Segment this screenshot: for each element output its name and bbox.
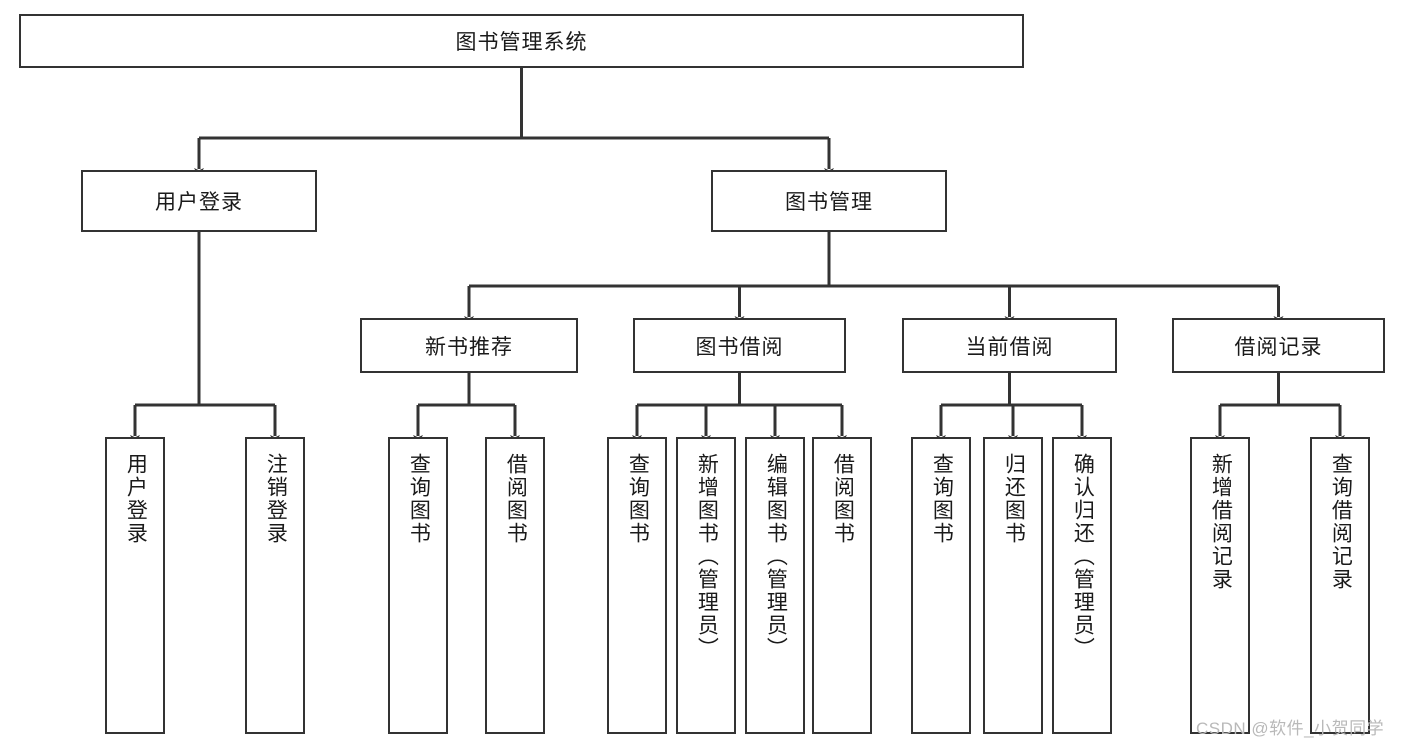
node-label: 查询借阅记录 xyxy=(1329,453,1353,591)
node-leaf-logout-login[interactable]: 注销登录 xyxy=(245,437,305,734)
node-book-management[interactable]: 图书管理 xyxy=(711,170,947,232)
node-label: 用户登录 xyxy=(155,191,243,214)
csdn-watermark: CSDN @软件_小贺同学 xyxy=(1196,719,1385,738)
node-leaf-query-borrow-record[interactable]: 查询借阅记录 xyxy=(1310,437,1370,734)
node-label: 新增借阅记录 xyxy=(1209,453,1233,591)
node-label: 图书借阅 xyxy=(695,335,784,359)
node-leaf-borrow-book-recommend[interactable]: 借阅图书 xyxy=(485,437,545,734)
node-book-borrow[interactable]: 图书借阅 xyxy=(633,318,846,373)
node-borrow-record[interactable]: 借阅记录 xyxy=(1172,318,1385,373)
node-leaf-add-borrow-record[interactable]: 新增借阅记录 xyxy=(1190,437,1250,734)
node-label: 编辑图书（管理员） xyxy=(764,453,788,660)
node-label: 归还图书 xyxy=(1002,453,1026,545)
node-current-borrow[interactable]: 当前借阅 xyxy=(902,318,1117,373)
node-label: 用户登录 xyxy=(124,453,148,545)
node-label: 确认归还（管理员） xyxy=(1071,453,1095,660)
node-label: 图书管理系统 xyxy=(455,31,588,54)
node-label: 注销登录 xyxy=(264,453,288,545)
node-leaf-query-book[interactable]: 查询图书 xyxy=(607,437,667,734)
node-root[interactable]: 图书管理系统 xyxy=(19,14,1024,68)
node-label: 图书管理 xyxy=(785,191,873,214)
node-leaf-query-book-current[interactable]: 查询图书 xyxy=(911,437,971,734)
node-label: 新书推荐 xyxy=(425,335,513,359)
node-user-login[interactable]: 用户登录 xyxy=(81,170,317,232)
node-leaf-edit-book-admin[interactable]: 编辑图书（管理员） xyxy=(745,437,805,734)
node-label: 查询图书 xyxy=(930,453,954,545)
node-label: 借阅图书 xyxy=(504,453,528,545)
node-label: 借阅记录 xyxy=(1234,335,1323,359)
node-leaf-confirm-return-admin[interactable]: 确认归还（管理员） xyxy=(1052,437,1112,734)
node-leaf-query-book-recommend[interactable]: 查询图书 xyxy=(388,437,448,734)
node-label: 借阅图书 xyxy=(831,453,855,545)
node-leaf-return-book[interactable]: 归还图书 xyxy=(983,437,1043,734)
node-leaf-borrow-book[interactable]: 借阅图书 xyxy=(812,437,872,734)
node-label: 当前借阅 xyxy=(965,335,1054,359)
node-leaf-user-login[interactable]: 用户登录 xyxy=(105,437,165,734)
node-new-book-recommend[interactable]: 新书推荐 xyxy=(360,318,578,373)
edge-group xyxy=(130,68,1345,444)
node-leaf-add-book-admin[interactable]: 新增图书（管理员） xyxy=(676,437,736,734)
node-label: 新增图书（管理员） xyxy=(695,453,719,660)
node-label: 查询图书 xyxy=(626,453,650,545)
node-label: 查询图书 xyxy=(407,453,431,545)
